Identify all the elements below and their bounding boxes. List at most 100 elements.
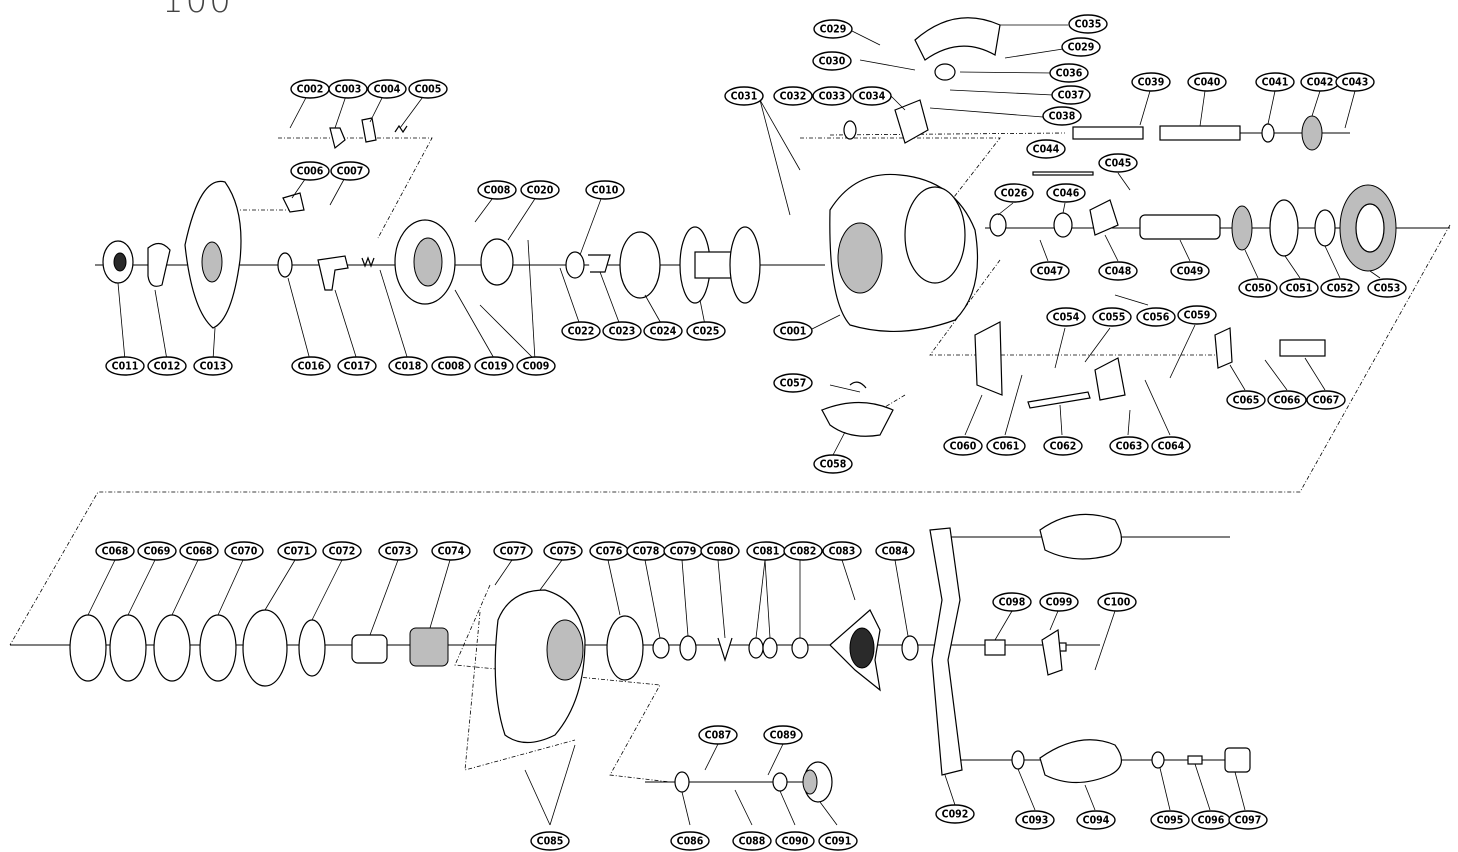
part-callout-c012: C012 (147, 356, 187, 376)
main-gear-part (1339, 184, 1397, 272)
callout-oval (493, 541, 533, 561)
callout-label: C056 (1143, 312, 1170, 324)
callout-oval (1030, 261, 1070, 281)
callout-oval (1043, 436, 1083, 456)
callout-label: C010 (592, 185, 619, 197)
callout-oval (431, 541, 471, 561)
part-callout-c054: C054 (1046, 307, 1086, 327)
callout-oval (775, 831, 815, 851)
callout-label: C093 (1022, 815, 1049, 827)
callout-label: C054 (1053, 312, 1080, 324)
callout-oval (1170, 261, 1210, 281)
callout-oval (291, 356, 331, 376)
part-callout-c048: C048 (1098, 261, 1138, 281)
part-callout-c090: C090 (775, 831, 815, 851)
spring-part (394, 124, 408, 134)
callout-oval (367, 79, 407, 99)
callout-label: C029 (820, 24, 847, 36)
part-callout-c032: C032 (773, 86, 813, 106)
part-callout-c022: C022 (561, 321, 601, 341)
callout-oval (474, 356, 514, 376)
callout-oval (935, 804, 975, 824)
shaft-part (1072, 126, 1144, 140)
callout-oval (698, 725, 738, 745)
part-callout-c065: C065 (1226, 390, 1266, 410)
part-callout-c083: C083 (822, 541, 862, 561)
callout-label: C087 (705, 730, 732, 742)
callout-label: C019 (481, 361, 508, 373)
part-callout-c020: C020 (520, 180, 560, 200)
callout-label: C060 (950, 441, 977, 453)
part-callout-c091: C091 (818, 831, 858, 851)
callout-oval (1136, 307, 1176, 327)
callout-label: C048 (1105, 266, 1132, 278)
callout-label: C024 (650, 326, 677, 338)
callout-label: C004 (374, 84, 401, 96)
callout-oval (643, 321, 683, 341)
callout-oval (1068, 14, 1108, 34)
part-callout-c016: C016 (291, 356, 331, 376)
callout-label: C071 (284, 546, 311, 558)
callout-oval (1076, 810, 1116, 830)
callout-label: C084 (882, 546, 909, 558)
callout-oval (1061, 37, 1101, 57)
spool-part (679, 226, 761, 304)
part-callout-c067: C067 (1306, 390, 1346, 410)
part-callout-c041: C041 (1255, 72, 1295, 92)
gear-part (1301, 115, 1323, 151)
handle-knob-part (1039, 739, 1122, 784)
callout-oval (193, 356, 233, 376)
clip-part (588, 254, 611, 273)
part-callout-c049: C049 (1170, 261, 1210, 281)
part-callout-c026: C026 (994, 183, 1034, 203)
callout-oval (530, 831, 570, 851)
callout-label: C088 (739, 836, 766, 848)
part-callout-c051: C051 (1279, 278, 1319, 298)
drag-washer-part (153, 614, 191, 682)
callout-oval (585, 180, 625, 200)
handle-knob-part (1039, 513, 1122, 560)
callout-label: C050 (1245, 283, 1272, 295)
callout-oval (992, 592, 1032, 612)
callout-oval (1150, 810, 1190, 830)
part-callout-c059: C059 (1177, 305, 1217, 325)
part-callout-c078: C078 (626, 541, 666, 561)
retainer-plate-part (1041, 628, 1063, 676)
part-callout-c088: C088 (732, 831, 772, 851)
callout-oval (813, 19, 853, 39)
part-callout-c029: C029 (813, 19, 853, 39)
part-callout-c061: C061 (986, 436, 1026, 456)
callout-oval (1320, 278, 1360, 298)
callout-oval (378, 541, 418, 561)
callout-label: C077 (500, 546, 527, 558)
callout-oval (1051, 85, 1091, 105)
star-drag-part (829, 609, 881, 692)
frame-bridge-part (914, 17, 1001, 61)
part-callout-c068: C068 (179, 541, 219, 561)
part-callout-c097: C097 (1228, 810, 1268, 830)
callout-label: C007 (337, 166, 364, 178)
callout-oval (1177, 305, 1217, 325)
bracket-part (894, 99, 929, 144)
bearing-cap-part (802, 761, 833, 803)
callout-oval (783, 541, 823, 561)
callout-oval (477, 180, 517, 200)
callout-label: C045 (1105, 158, 1132, 170)
part-callout-c095: C095 (1150, 810, 1190, 830)
part-callout-c007: C007 (330, 161, 370, 181)
callout-label: C072 (329, 546, 356, 558)
callout-label: C066 (1274, 395, 1301, 407)
part-callout-c096: C096 (1191, 810, 1231, 830)
callout-label: C068 (102, 546, 129, 558)
part-callout-c036: C036 (1049, 63, 1089, 83)
part-callout-c077: C077 (493, 541, 533, 561)
bushing-part (934, 63, 956, 81)
callout-oval (700, 541, 740, 561)
part-callout-c044: C044 (1026, 139, 1066, 159)
part-callout-c094: C094 (1076, 810, 1116, 830)
callout-label: C058 (820, 459, 847, 471)
callout-label: C022 (568, 326, 595, 338)
callout-label: C031 (731, 91, 758, 103)
callout-label: C001 (780, 326, 807, 338)
